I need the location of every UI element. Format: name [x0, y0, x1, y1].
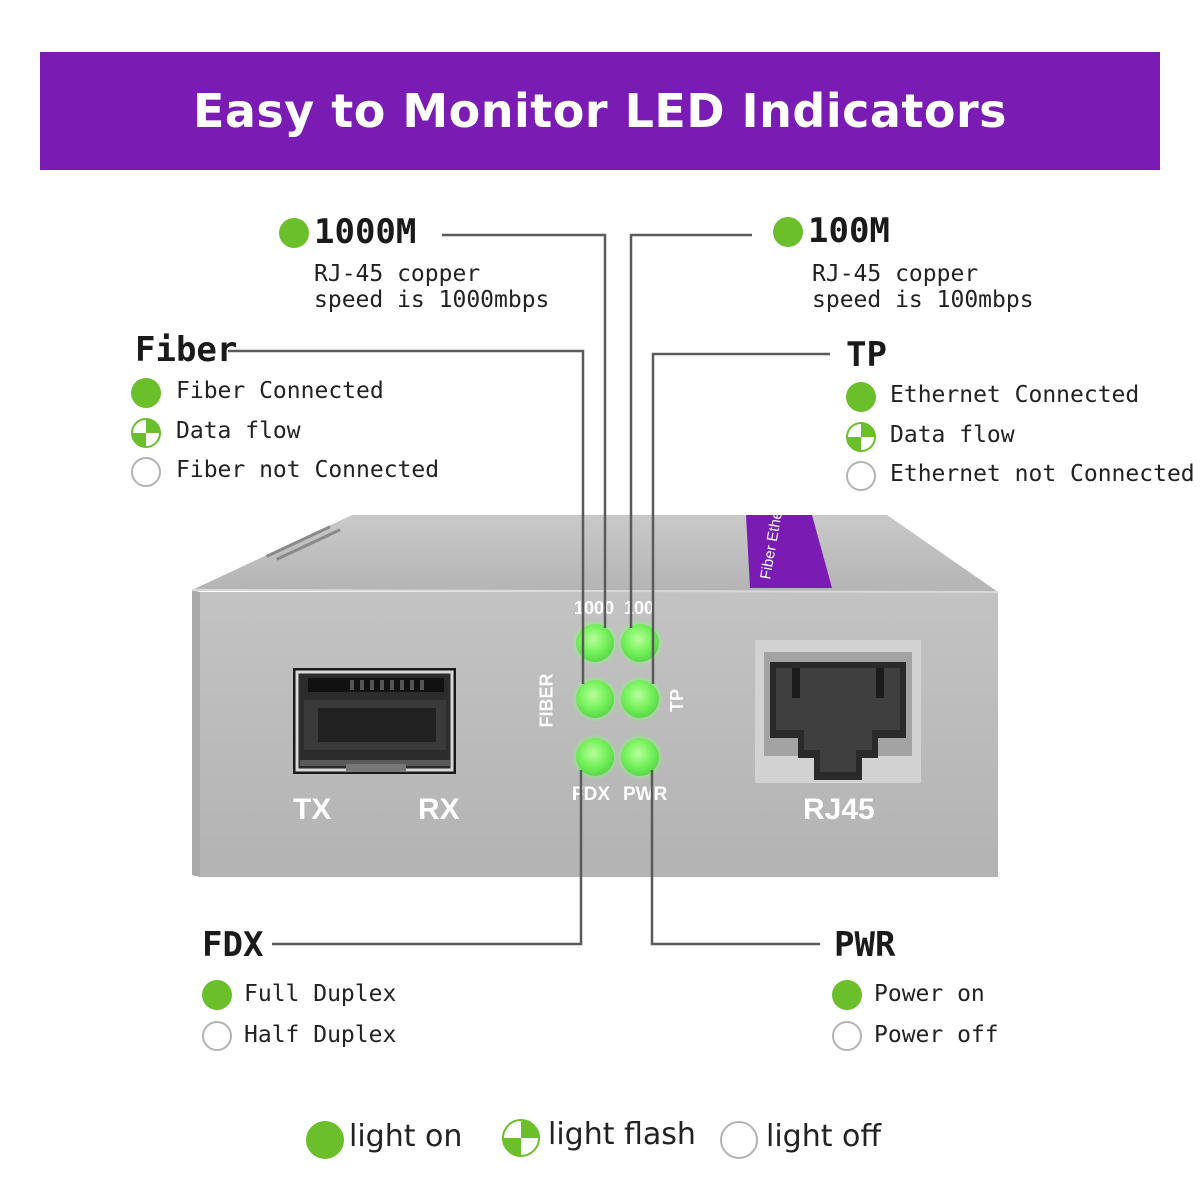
- heading-fiber: Fiber: [135, 330, 238, 370]
- leader-pwr: [650, 770, 820, 946]
- rj45-port: [755, 640, 921, 783]
- fiber-not-connected-label: Fiber not Connected: [176, 457, 440, 483]
- fdx-full-label: Full Duplex: [244, 981, 397, 1007]
- top-small-print: [265, 525, 341, 561]
- fiber-dataflow-label: Data flow: [176, 418, 301, 444]
- leader-1000m: [442, 233, 607, 628]
- tp-dataflow-dot: [846, 422, 876, 452]
- heading-tp: TP: [846, 335, 887, 375]
- heading-100m: 100M: [808, 211, 890, 251]
- top-purple-label: [746, 515, 832, 588]
- pwr-on-label: Power on: [874, 981, 985, 1007]
- led-pwr: [621, 738, 659, 776]
- desc-1000m-line1: RJ-45 copper: [314, 261, 481, 287]
- pwr-on-dot: [832, 980, 862, 1010]
- port-label-tx: TX: [293, 793, 332, 826]
- port-label-rx: RX: [418, 793, 460, 826]
- legend-flash-label: light flash: [548, 1117, 696, 1152]
- tp-connected-label: Ethernet Connected: [890, 382, 1140, 408]
- port-label-rj45: RJ45: [803, 793, 875, 826]
- legend-off-label: light off: [766, 1119, 882, 1154]
- heading-pwr: PWR: [834, 925, 896, 965]
- fdx-half-label: Half Duplex: [244, 1022, 397, 1048]
- legend-off-icon: [720, 1121, 758, 1159]
- desc-100m-line1: RJ-45 copper: [812, 261, 979, 287]
- tp-not-connected-dot: [846, 461, 876, 491]
- sfp-port: [293, 668, 456, 774]
- fiber-dataflow-dot: [131, 418, 161, 448]
- led-label-pwr: PWR: [623, 784, 668, 805]
- leader-tp: [651, 352, 830, 684]
- page-title: Easy to Monitor LED Indicators: [192, 84, 1008, 138]
- fdx-full-dot: [202, 980, 232, 1010]
- legend-flash-icon: [502, 1119, 540, 1157]
- desc-100m-line2: speed is 100mbps: [812, 287, 1034, 313]
- led-fdx: [576, 738, 614, 776]
- heading-fdx: FDX: [202, 925, 264, 965]
- fdx-half-dot: [202, 1021, 232, 1051]
- led-tp: [621, 680, 659, 718]
- fiber-connected-dot: [131, 378, 161, 408]
- fiber-connected-label: Fiber Connected: [176, 378, 384, 404]
- tp-not-connected-label: Ethernet not Connected: [890, 461, 1195, 487]
- tp-connected-dot: [846, 382, 876, 412]
- title-banner: Easy to Monitor LED Indicators: [40, 52, 1160, 170]
- legend-on-icon: [306, 1121, 344, 1159]
- desc-1000m-line2: speed is 1000mbps: [314, 287, 550, 313]
- led-fiber: [576, 680, 614, 718]
- pwr-off-label: Power off: [874, 1022, 999, 1048]
- tp-dataflow-label: Data flow: [890, 422, 1015, 448]
- device-left-edge: [192, 590, 200, 877]
- heading-1000m: 1000M: [314, 212, 417, 252]
- leader-fdx: [272, 770, 583, 946]
- leader-fiber: [228, 349, 585, 684]
- status-dot-1000m: [279, 218, 309, 248]
- status-dot-100m: [773, 217, 803, 247]
- fiber-not-connected-dot: [131, 457, 161, 487]
- legend-on-label: light on: [349, 1119, 463, 1154]
- leader-100m: [629, 233, 752, 628]
- pwr-off-dot: [832, 1021, 862, 1051]
